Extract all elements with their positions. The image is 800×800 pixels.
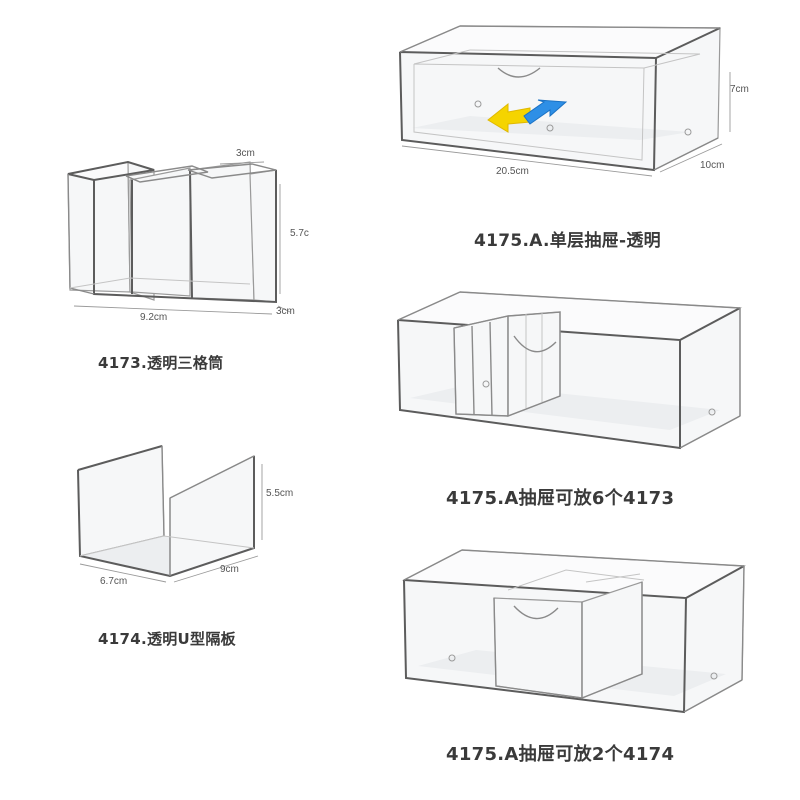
product-4175a-with-4174	[396, 546, 756, 726]
arrow-blue-icon	[523, 99, 568, 125]
drawer-with-holders-image	[397, 291, 743, 450]
dim-width-label: 20.5cm	[496, 166, 529, 177]
drawer-image	[399, 25, 731, 177]
dim-height-label: 7cm	[730, 84, 749, 95]
product-4174-u-divider: 5.5cm 6.7cm 9cm	[66, 440, 326, 600]
drawer-with-dividers-image	[401, 549, 747, 714]
dim-depth-label: 10cm	[700, 160, 725, 171]
dim-depth-label: 6.7cm	[100, 576, 128, 587]
product-4175a-with-4173	[390, 286, 760, 456]
divider-image	[77, 445, 263, 583]
dim-compartment-label: 3cm	[236, 148, 255, 159]
dim-depth-label: 3cm	[276, 306, 295, 317]
caption-4174: 4174.透明U型隔板	[98, 630, 236, 648]
dim-height-label: 5.5cm	[266, 488, 294, 499]
caption-4175a-single: 4175.A.单层抽屉-透明	[474, 231, 661, 251]
product-4175a-single-drawer: 20.5cm 10cm 7cm	[390, 20, 770, 220]
dim-width-label: 9.2cm	[140, 312, 168, 323]
dim-height-label: 5.7c	[290, 228, 309, 239]
holder-image	[67, 160, 291, 315]
dim-width-label: 9cm	[220, 564, 239, 575]
caption-4173: 4173.透明三格筒	[98, 354, 224, 372]
caption-4175a-with-4174: 4175.A抽屉可放2个4174	[446, 744, 675, 765]
caption-4175a-with-4173: 4175.A抽屉可放6个4173	[446, 488, 675, 509]
product-4173-three-grid-holder: 3cm 5.7c 9.2cm 3cm	[50, 140, 340, 330]
